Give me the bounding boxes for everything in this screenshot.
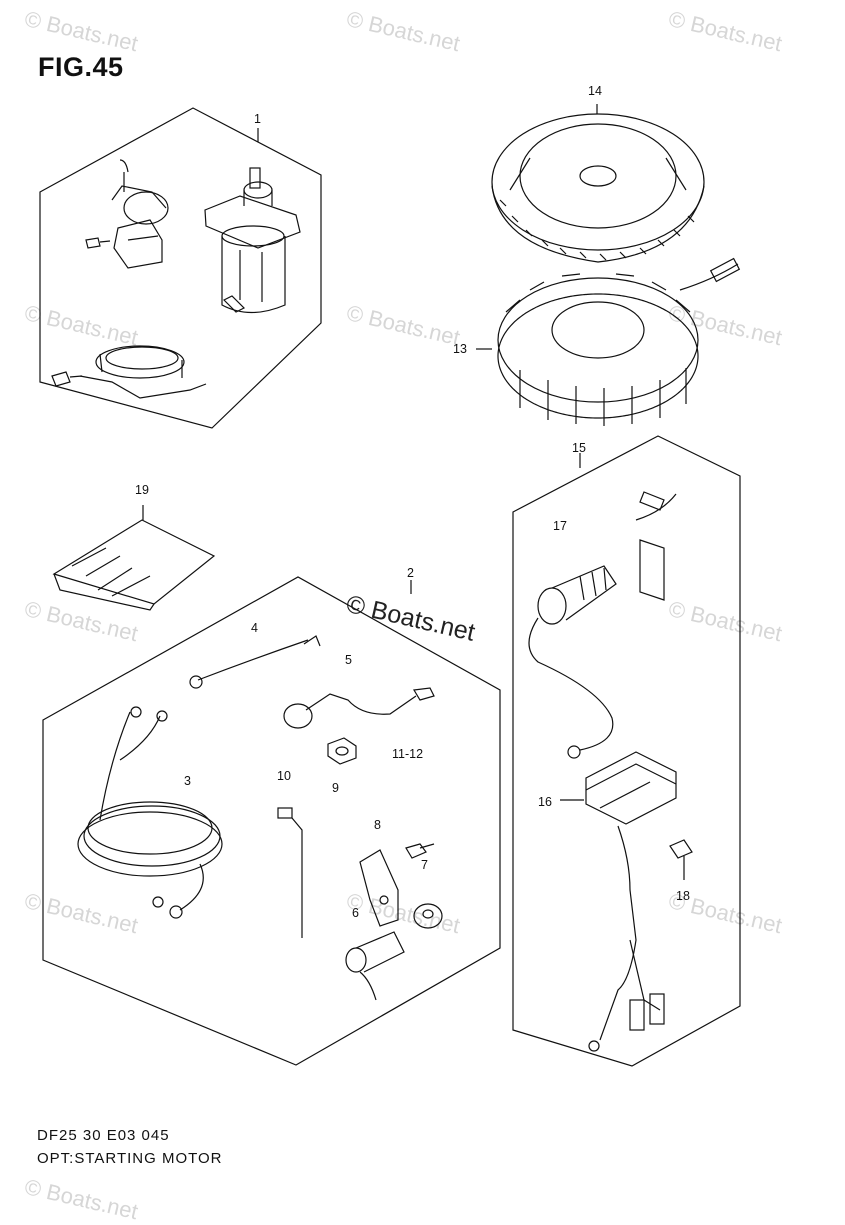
diagram-code: DF25 30 E03 045 [37, 1127, 170, 1144]
callout-4: 4 [251, 621, 258, 635]
callout-8: 8 [374, 818, 381, 832]
callout-2: 2 [407, 566, 414, 580]
bolt-18 [669, 839, 693, 880]
nut-9 [327, 737, 357, 765]
flywheel [491, 113, 705, 263]
callout-9: 9 [332, 781, 339, 795]
callout-11-12: 11-12 [392, 747, 424, 761]
diagram-caption: OPT:STARTING MOTOR [37, 1150, 223, 1167]
group-box-1 [39, 107, 322, 429]
callout-3: 3 [184, 774, 191, 788]
callout-10: 10 [277, 769, 291, 783]
relay [111, 159, 169, 269]
band-bracket [51, 345, 207, 399]
callout-1: 1 [254, 112, 261, 126]
callout-19: 19 [135, 483, 149, 497]
callout-17: 17 [553, 519, 567, 533]
starter-motor [204, 167, 301, 314]
diagram-drawing [39, 104, 741, 1067]
sensor-17 [528, 491, 677, 759]
callout-14: 14 [588, 84, 602, 98]
callout-13: 13 [453, 342, 467, 356]
figure-title: FIG.45 [38, 52, 124, 82]
bolt-11-12 [405, 843, 435, 859]
washer-7 [413, 903, 443, 929]
callout-18: 18 [676, 889, 690, 903]
regulator-16 [585, 751, 677, 1052]
bracket-8 [359, 849, 399, 927]
parts-diagram: © Boats.net © Boats.net © Boats.net © Bo… [22, 6, 784, 1224]
switch-5 [283, 687, 435, 729]
harness-3 [77, 706, 223, 919]
stator [497, 257, 741, 426]
callout-7: 7 [421, 858, 428, 872]
callout-5: 5 [345, 653, 352, 667]
group-box-2 [42, 576, 501, 1066]
sender-6 [345, 931, 405, 1001]
callout-16: 16 [538, 795, 552, 809]
tie-10 [277, 807, 303, 938]
cable-4 [189, 635, 321, 689]
bolt-small [85, 237, 111, 249]
bag-19 [52, 505, 216, 611]
callout-6: 6 [352, 906, 359, 920]
group-box-15 [512, 435, 741, 1067]
callout-15: 15 [572, 441, 586, 455]
